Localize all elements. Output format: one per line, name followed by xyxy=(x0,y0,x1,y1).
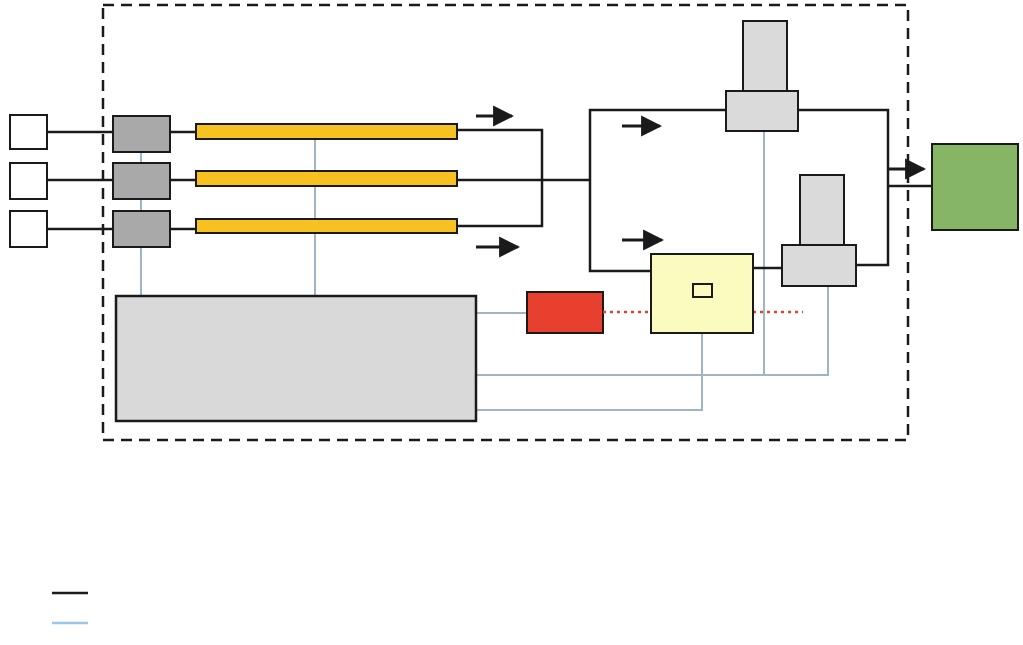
flow-arrows xyxy=(476,105,927,258)
tubes xyxy=(195,123,458,234)
flow-controller xyxy=(112,115,171,153)
detector-bottom xyxy=(781,174,857,287)
main-control-unit xyxy=(114,294,478,423)
detector-column xyxy=(742,20,788,92)
detector-base xyxy=(725,90,799,132)
red-block xyxy=(526,291,604,334)
tube xyxy=(195,123,458,140)
detector-base xyxy=(781,244,857,287)
input-box xyxy=(9,162,48,200)
signal-wires xyxy=(140,131,829,411)
detector-column xyxy=(799,174,845,246)
chamber-sensor xyxy=(692,283,713,298)
system-boundary xyxy=(101,3,910,442)
detector-top xyxy=(725,20,799,132)
flow-lines xyxy=(47,108,932,273)
output-block xyxy=(931,143,1019,231)
flow-controllers xyxy=(112,115,171,248)
flow-controller xyxy=(112,210,171,248)
input-box xyxy=(9,114,48,150)
flow-controller xyxy=(112,162,171,200)
tube xyxy=(195,218,458,234)
input-boxes xyxy=(9,114,48,248)
input-box xyxy=(9,210,48,248)
legend xyxy=(52,591,88,625)
tube xyxy=(195,170,458,187)
